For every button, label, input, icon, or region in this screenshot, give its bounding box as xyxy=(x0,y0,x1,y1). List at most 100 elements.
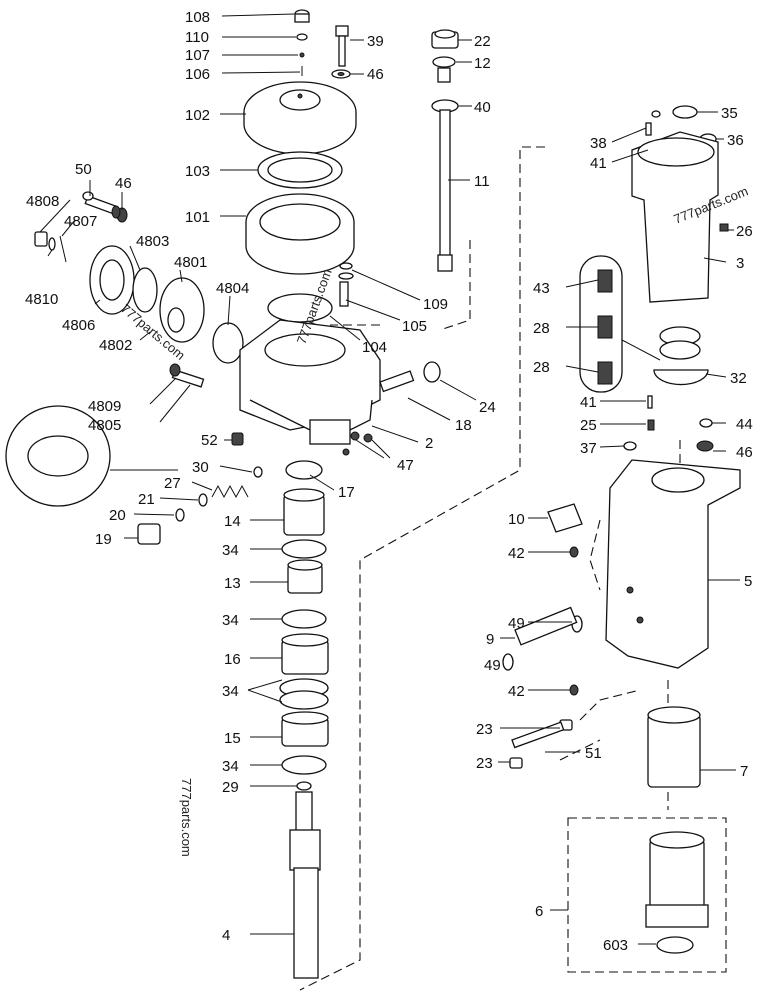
callout: 24 xyxy=(479,399,496,416)
callout: 23 xyxy=(476,755,493,772)
part-7-sleeve xyxy=(647,706,701,788)
part-4807-pin xyxy=(59,235,67,263)
callout: 10 xyxy=(508,511,525,528)
part-110-washer xyxy=(296,33,308,41)
callout: 110 xyxy=(185,29,209,46)
callout: 17 xyxy=(338,484,355,501)
callout: 41 xyxy=(580,394,597,411)
part-13-bearing xyxy=(287,559,323,594)
part-12-washer xyxy=(432,56,456,83)
leader-lines xyxy=(39,13,740,945)
callout: 34 xyxy=(222,758,239,775)
callout: 7 xyxy=(740,763,748,780)
callout: 49 xyxy=(484,657,501,674)
part-4801-rotor xyxy=(159,277,205,343)
part-19-plug xyxy=(137,523,161,545)
callout: 107 xyxy=(185,47,210,64)
part-101-ring xyxy=(245,193,355,275)
part-4808-nut xyxy=(34,231,48,247)
callout: 36 xyxy=(727,132,744,149)
callout: 38 xyxy=(590,135,607,152)
callout: 18 xyxy=(455,417,472,434)
callout: 4810 xyxy=(25,291,58,308)
callout: 12 xyxy=(474,55,491,72)
part-26-screw xyxy=(719,223,729,232)
callout: 4808 xyxy=(26,193,59,210)
part-107-pin xyxy=(299,52,305,58)
callout: 4803 xyxy=(136,233,169,250)
callout: 4802 xyxy=(99,337,132,354)
part-47-screws xyxy=(342,431,373,456)
part-34-seal-a xyxy=(281,539,327,559)
callout: 11 xyxy=(474,173,490,190)
callout: 14 xyxy=(224,513,241,530)
callout: 4804 xyxy=(216,280,249,297)
callout: 49 xyxy=(508,615,525,632)
part-42-plug-top xyxy=(569,546,579,558)
callout: 5 xyxy=(744,573,752,590)
callout: 106 xyxy=(185,66,210,83)
callout: 4807 xyxy=(64,213,97,230)
part-18-plug xyxy=(379,370,415,393)
callout: 105 xyxy=(402,318,427,335)
part-4810-washer xyxy=(48,237,56,251)
callout: 51 xyxy=(585,745,602,762)
part-46-washer-top xyxy=(331,69,351,79)
part-25-screw xyxy=(647,419,655,431)
part-108-cap xyxy=(294,9,310,23)
part-4806-flange xyxy=(89,245,135,315)
part-6-group xyxy=(567,817,727,973)
part-11-shaft xyxy=(437,109,453,272)
callout: 4806 xyxy=(62,317,95,334)
callout-labels: 108 110 107 106 39 46 22 12 40 102 103 1… xyxy=(25,9,753,954)
part-4805-bolt xyxy=(169,363,205,388)
callout: 44 xyxy=(736,416,753,433)
part-14-sleeve xyxy=(283,488,325,536)
part-34-seal-d xyxy=(281,755,327,775)
callout: 50 xyxy=(75,161,92,178)
part-3-cylinder xyxy=(631,131,719,303)
callout: 19 xyxy=(95,531,112,548)
part-34-seal-b xyxy=(281,609,327,629)
part-103-seal xyxy=(257,151,343,189)
callout: 42 xyxy=(508,545,525,562)
callout: 102 xyxy=(185,107,210,124)
callout: 21 xyxy=(138,491,155,508)
part-9-pin xyxy=(514,606,578,646)
part-50-bolt xyxy=(82,191,118,215)
callout: 42 xyxy=(508,683,525,700)
part-21-washer xyxy=(198,493,208,507)
part-23-plug-b xyxy=(509,757,523,769)
part-22-bearing xyxy=(431,29,459,49)
part-41-pin-top xyxy=(645,122,652,136)
callout: 4801 xyxy=(174,254,207,271)
part-24-cap xyxy=(423,361,441,383)
part-27-spring xyxy=(211,484,249,499)
part-49-oring-left xyxy=(502,653,514,671)
watermark: 777parts.com xyxy=(179,778,194,857)
callout: 103 xyxy=(185,163,210,180)
part-41-pin xyxy=(647,395,653,409)
callout: 2 xyxy=(425,435,433,452)
callout: 101 xyxy=(185,209,210,226)
part-35-oring xyxy=(672,105,698,119)
callout: 603 xyxy=(603,937,628,954)
callout: 4 xyxy=(222,927,230,944)
part-5-block xyxy=(605,459,741,669)
callout: 46 xyxy=(367,66,384,83)
callout: 23 xyxy=(476,721,493,738)
part-32-seal-stack xyxy=(653,326,709,386)
part-34-seals-c xyxy=(279,678,329,710)
part-4-shaft xyxy=(289,791,321,979)
callout: 4809 xyxy=(88,398,121,415)
callout: 13 xyxy=(224,575,241,592)
part-51-rod xyxy=(511,721,565,749)
callout: 41 xyxy=(590,155,607,172)
callout: 15 xyxy=(224,730,241,747)
callout: 47 xyxy=(397,457,414,474)
callout: 52 xyxy=(201,432,218,449)
callout: 22 xyxy=(474,33,491,50)
callout: 20 xyxy=(109,507,126,524)
part-30-ball xyxy=(253,466,263,478)
